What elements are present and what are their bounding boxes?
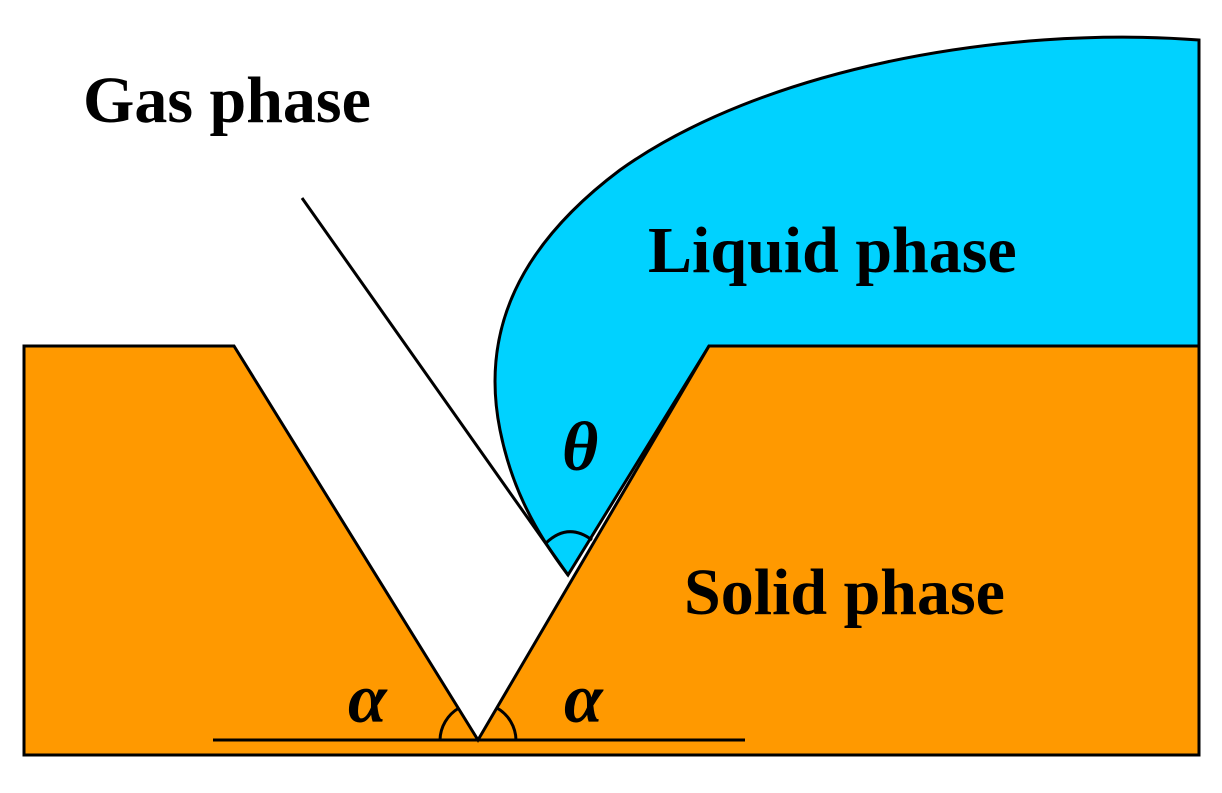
groove-angle-arc-left [438,706,460,741]
solid-phase-label: Solid phase [684,556,1005,629]
groove-angle-label-left: α [348,661,388,738]
contact-angle-label: θ [562,409,598,486]
groove-angle-arc-right [496,706,518,741]
solid-phase-region [22,344,1201,757]
gas-phase-label: Gas phase [83,64,371,137]
liquid-phase-region [493,35,1201,578]
contact-angle-arc [544,530,593,545]
gas-liquid-interface-line [300,197,570,576]
liquid-phase-label: Liquid phase [648,214,1017,287]
groove-angle-label-right: α [564,661,604,738]
